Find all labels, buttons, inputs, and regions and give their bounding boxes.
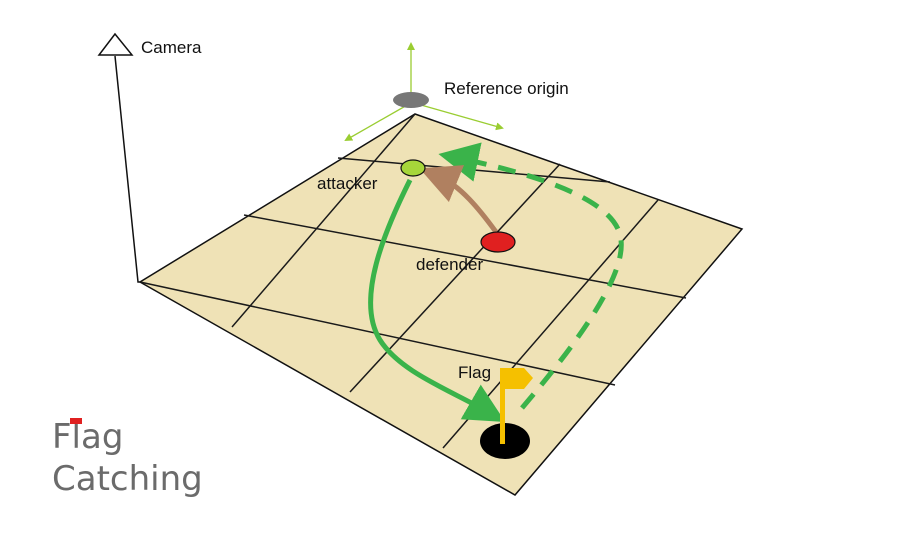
- camera-axis-line: [114, 55, 142, 283]
- reference-origin-label: Reference origin: [444, 79, 569, 98]
- defender-path: [419, 165, 499, 234]
- flag-icon: [500, 368, 533, 444]
- title-line-2: Catching: [52, 459, 203, 499]
- flag-pole: [500, 368, 505, 444]
- camera-triangle-icon: [97, 32, 134, 56]
- defender-label: defender: [416, 255, 483, 274]
- grid-line-4: [231, 113, 416, 328]
- defender-marker: [480, 231, 516, 253]
- attacker-label: attacker: [317, 174, 378, 193]
- diagram-title: Flag Catching: [52, 417, 203, 499]
- attacker-marker: [400, 159, 426, 177]
- title-line-1: Flag: [52, 417, 123, 457]
- flag-label: Flag: [458, 363, 491, 382]
- field: [138, 113, 744, 496]
- axis-right: [413, 102, 504, 131]
- dashed-return-path: [438, 142, 624, 410]
- flag-banner: [505, 368, 533, 389]
- camera-label: Camera: [141, 38, 202, 57]
- attacker-path: [368, 178, 506, 423]
- grid-line-5: [349, 163, 561, 393]
- axis-left: [344, 103, 410, 141]
- reference-origin-marker-icon: [393, 92, 429, 108]
- reference-axes: [344, 42, 504, 141]
- title-flag-accent-icon: [70, 418, 82, 424]
